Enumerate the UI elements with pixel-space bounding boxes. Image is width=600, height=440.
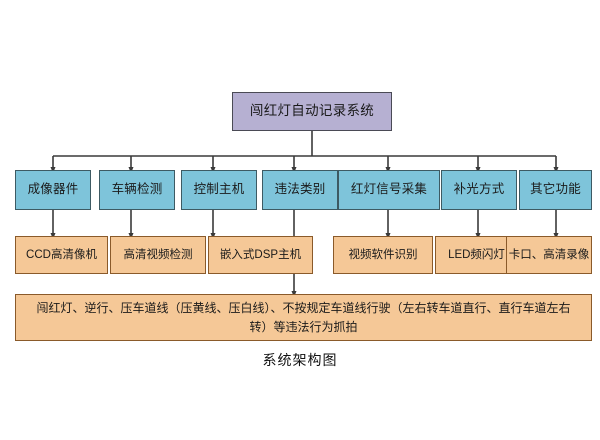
node-other-functions: 其它功能 [519,170,592,210]
node-label: 违法类别 [274,182,326,197]
node-root-label: 闯红灯自动记录系统 [249,103,375,119]
diagram-caption: 系统架构图 [0,350,600,370]
node-ccd-hd-camera: CCD高清像机 [15,236,108,274]
node-vehicle-detection: 车辆检测 [99,170,175,210]
node-label: 嵌入式DSP主机 [219,248,302,261]
node-label: 闯红灯、逆行、压车道线（压黄线、压白线）、不按规定车道线行驶（左右转车道直行、直… [36,300,571,334]
node-label: 车辆检测 [111,182,163,197]
node-root-system: 闯红灯自动记录系统 [232,92,392,131]
node-label: 补光方式 [453,182,505,197]
node-control-host: 控制主机 [181,170,257,210]
node-label: 卡口、高清录像 [508,248,590,261]
node-fill-light-mode: 补光方式 [441,170,517,210]
node-hd-video-detection: 高清视频检测 [110,236,206,274]
node-violation-category: 违法类别 [262,170,338,210]
node-checkpoint-hd-recording: 卡口、高清录像 [506,236,592,274]
node-violation-detail-band: 闯红灯、逆行、压车道线（压黄线、压白线）、不按规定车道线行驶（左右转车道直行、直… [15,294,592,341]
diagram-caption-label: 系统架构图 [262,352,338,368]
node-label: 成像器件 [27,182,79,197]
node-embedded-dsp-host: 嵌入式DSP主机 [208,236,313,274]
node-red-light-signal-acquisition: 红灯信号采集 [338,170,440,210]
node-label: LED频闪灯 [448,248,505,261]
node-imaging-device: 成像器件 [15,170,91,210]
node-label: 视频软件识别 [348,248,418,261]
node-led-strobe-light: LED频闪灯 [435,236,518,274]
node-label: 控制主机 [193,182,245,197]
node-label: 其它功能 [530,182,581,197]
node-label: 高清视频检测 [123,248,193,261]
node-label: CCD高清像机 [26,248,97,261]
node-video-software-recognition: 视频软件识别 [333,236,433,274]
node-label: 红灯信号采集 [350,182,428,197]
